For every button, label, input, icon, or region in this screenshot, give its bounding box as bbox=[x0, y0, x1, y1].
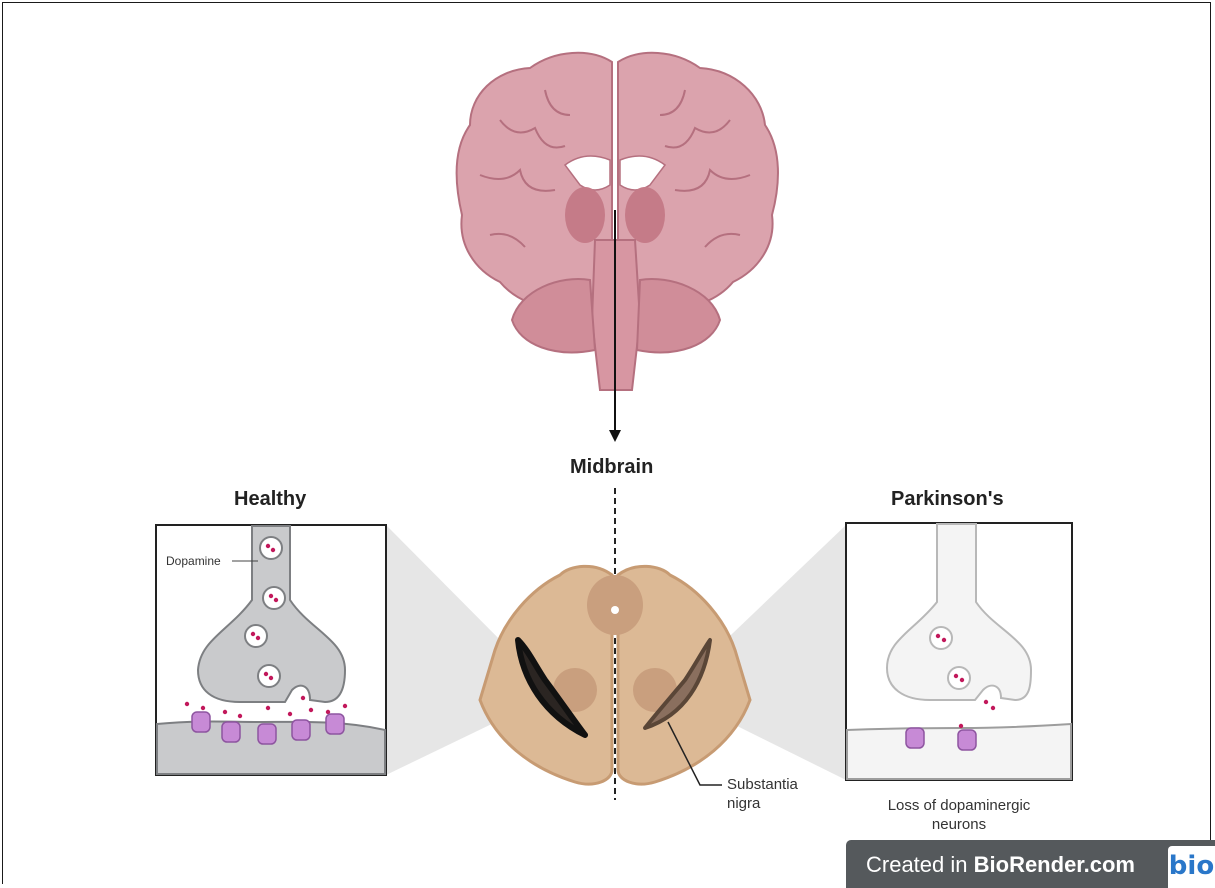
dopamine-label: Dopamine bbox=[166, 554, 221, 568]
parkinsons-panel-title: Parkinson's bbox=[891, 488, 1004, 511]
substantia-nigra-label-line1: Substantia bbox=[727, 775, 798, 794]
parkinsons-caption-line2: neurons bbox=[848, 815, 1070, 834]
parkinsons-caption: Loss of dopaminergic neurons bbox=[848, 796, 1070, 834]
badge-brand: BioRender.com bbox=[974, 852, 1135, 877]
substantia-nigra-label: Substantia nigra bbox=[727, 775, 798, 813]
lateral-ventricles bbox=[565, 156, 665, 190]
badge-prefix: Created in bbox=[866, 852, 974, 877]
thalamus-left bbox=[565, 187, 605, 243]
biorender-logo-icon: bio bbox=[1168, 846, 1215, 888]
tectum bbox=[587, 575, 643, 635]
aqueduct bbox=[611, 606, 619, 614]
healthy-panel-title: Healthy bbox=[234, 488, 306, 511]
substantia-nigra-label-line2: nigra bbox=[727, 794, 798, 813]
parkinsons-panel bbox=[846, 523, 1072, 780]
thalamus-right bbox=[625, 187, 665, 243]
parkinsons-caption-line1: Loss of dopaminergic bbox=[848, 796, 1070, 815]
midbrain-title: Midbrain bbox=[570, 456, 653, 479]
biorender-badge-text: Created in BioRender.com bbox=[866, 852, 1135, 878]
coronal-brain-section bbox=[457, 53, 778, 390]
biorender-badge[interactable]: Created in BioRender.com bio bbox=[846, 840, 1215, 888]
